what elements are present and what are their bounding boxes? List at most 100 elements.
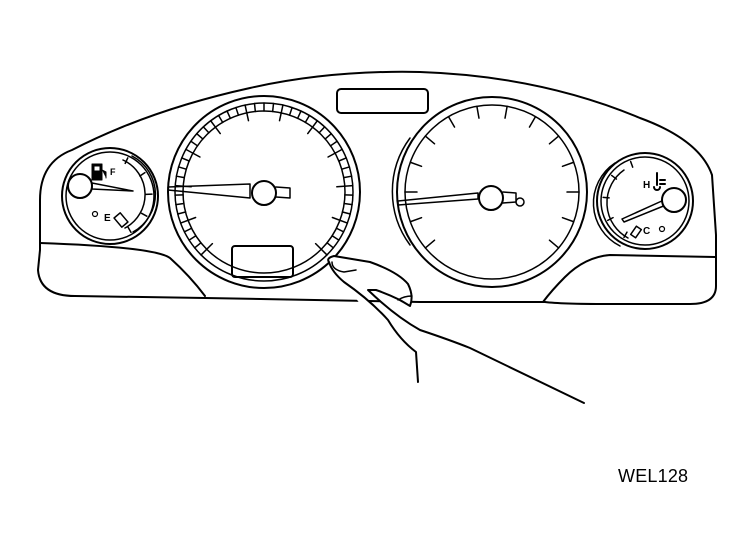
speedometer-scale-band [391, 137, 411, 246]
speedometer-bezel [396, 96, 588, 288]
tachometer-tick [318, 126, 326, 134]
cluster-lower-shroud [39, 242, 206, 297]
tachometer-tick [190, 140, 199, 147]
tachometer-tick [314, 242, 328, 256]
tachometer [167, 95, 361, 289]
temperature-gauge-bezel [596, 152, 694, 250]
temperature-gauge-tick [602, 196, 610, 199]
tachometer-tick [296, 110, 302, 120]
tachometer-tick [177, 211, 187, 215]
tachometer-tick [226, 110, 232, 120]
tachometer-tick [179, 216, 197, 224]
tachometer-tick [327, 148, 343, 158]
tachometer-tick [181, 157, 190, 162]
tachometer-bezel [167, 95, 361, 289]
hand-fingernail [331, 261, 357, 273]
speedometer-tick [424, 135, 436, 145]
speedometer-tick [409, 216, 423, 223]
tachometer-tick [217, 114, 224, 124]
hand-pointing [327, 255, 585, 404]
tachometer-tick [271, 102, 275, 113]
temperature-hot-label: H [643, 180, 650, 191]
fuel-gauge: F E [61, 147, 159, 245]
tachometer-tick [235, 106, 240, 116]
temperature-gauge-tick [610, 174, 618, 180]
speedometer-tick [528, 115, 537, 128]
speedometer-tick [409, 161, 423, 168]
tachometer-tick [175, 175, 186, 179]
speedometer-tick [504, 105, 508, 119]
fuel-empty-label: E [104, 213, 111, 224]
fuel-full-label: F [110, 167, 116, 177]
hand-outline [327, 255, 585, 404]
cluster-housing [37, 70, 717, 305]
speedometer-tick [424, 239, 436, 249]
temperature-gauge-tick [606, 216, 614, 222]
temperature-gauge: H C [592, 152, 694, 250]
tachometer-tick [343, 202, 353, 206]
tachometer-tick [175, 202, 185, 206]
temperature-needle-hub [661, 187, 687, 213]
tachometer-tick [326, 242, 335, 249]
speedometer-tick [548, 135, 560, 145]
cluster-lower-shroud-right [542, 254, 716, 303]
temperature-cold-marker [629, 225, 643, 239]
tachometer-tick [335, 227, 345, 233]
speedometer [391, 96, 588, 288]
temperature-gauge-tick [623, 231, 628, 239]
tachometer-tick [331, 235, 340, 241]
speedometer-needle-hub [478, 185, 504, 211]
tachometer-tick [193, 242, 202, 249]
coolant-thermometer-icon [653, 172, 666, 191]
tachometer-needle-tail [275, 186, 291, 199]
top-indicator-window [336, 88, 429, 114]
fuel-needle [91, 182, 134, 192]
tachometer-tick [331, 216, 349, 224]
fuel-gauge-tick [124, 157, 129, 165]
tachometer-tick [244, 104, 250, 122]
tachometer-tick [185, 148, 201, 158]
tachometer-tick [253, 102, 257, 113]
tachometer-needle [167, 183, 251, 199]
fuel-gauge-bezel-inner [65, 151, 155, 241]
tachometer-tick [202, 126, 210, 134]
tachometer-tick [278, 104, 284, 122]
tachometer-tick [342, 175, 353, 179]
speedometer-tick [561, 216, 575, 223]
temperature-needle [621, 199, 667, 223]
tachometer-tick [324, 132, 333, 140]
fuel-gauge-tick [127, 226, 132, 234]
fuel-gauge-bezel [61, 147, 159, 245]
tachometer-tick [336, 184, 354, 188]
tachometer-lcd-window [231, 245, 294, 278]
temperature-indicator-dot [658, 225, 666, 233]
temperature-cold-label: C [643, 226, 650, 237]
fuel-gauge-tick [139, 171, 146, 177]
temperature-gauge-scale-band [606, 169, 629, 239]
tachometer-tick [340, 166, 351, 170]
fuel-gauge-scale-band [122, 159, 146, 229]
temperature-gauge-tick [629, 160, 634, 168]
fuel-gauge-tick [140, 212, 148, 217]
tachometer-tick [338, 157, 347, 162]
speedometer-needle [397, 192, 479, 206]
temperature-gauge-bezel-inner [600, 156, 690, 246]
tachometer-tick [183, 227, 193, 233]
hand-knuckle [397, 295, 413, 301]
speedometer-reset-knob [515, 197, 525, 207]
tachometer-needle-hub [251, 180, 277, 206]
speedometer-tick [447, 115, 456, 128]
speedometer-tick [476, 105, 480, 119]
tachometer-tick [200, 242, 214, 256]
tachometer-tick [341, 211, 351, 215]
speedometer-tick [561, 161, 575, 168]
tachometer-tick [209, 120, 222, 135]
tachometer-tick [288, 106, 293, 116]
fuel-indicator-dot [91, 210, 99, 218]
tachometer-tick [195, 132, 204, 140]
fuel-pump-icon [91, 163, 107, 181]
fuel-empty-marker [113, 212, 129, 228]
tachometer-tick [306, 120, 319, 135]
tachometer-tick [304, 114, 311, 124]
